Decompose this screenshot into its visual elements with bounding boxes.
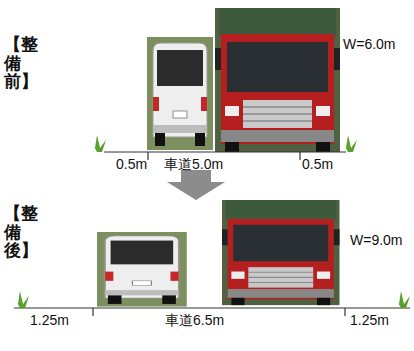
shoulder-dimension: 1.25m [350,312,389,328]
truck-photo [215,8,340,152]
tick [147,152,148,160]
shoulder-dimension: 0.5m [302,156,333,172]
grass [394,291,410,308]
lane-dimension: 車道5.0m [164,156,223,172]
grass [13,291,29,308]
truck-photo [222,200,340,305]
width-dimension: W=6.0m [343,36,396,52]
width-dimension: W=9.0m [350,232,403,248]
tick [344,308,345,316]
van-photo [97,232,187,307]
after-road [13,200,410,316]
van-photo [147,37,213,150]
grass [341,135,357,152]
lane-dimension: 車道6.5m [165,312,224,328]
shoulder-dimension: 1.25m [30,312,69,328]
down-arrow [167,170,225,200]
shoulder-dimension: 0.5m [116,156,147,172]
section-heading: 【整備前】 [4,36,21,92]
tick [299,152,300,160]
road-line [104,151,346,152]
road-line [14,307,410,308]
tick [92,308,93,316]
section-heading: 【整備後】 [4,205,21,261]
grass [90,135,106,152]
before-road [90,8,357,160]
